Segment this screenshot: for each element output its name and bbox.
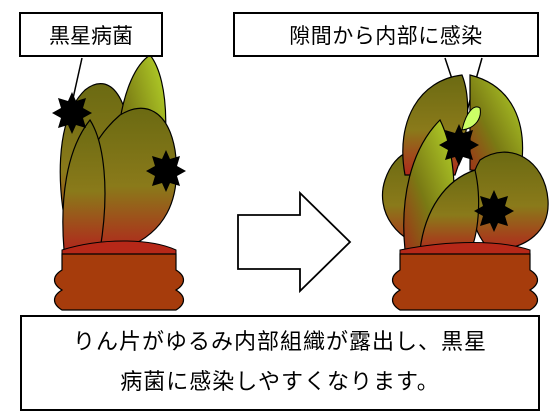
opened-bud [381,74,549,259]
fungus-spore-icon [146,150,186,192]
fungus-spore-icon [52,92,92,134]
pot-left [53,253,185,311]
label-fungus-text: 黒星病菌 [49,23,133,48]
caption-line-2: 病菌に感染しやすくなります。 [120,370,440,395]
pot-right [391,253,539,311]
healthy-bud [59,54,178,259]
label-fungus: 黒星病菌 [19,12,163,57]
label-infection-text: 隙間から内部に感染 [289,23,483,48]
caption-box: りん片がゆるみ内部組織が露出し、黒星 病菌に感染しやすくなります。 [20,315,540,411]
fungus-spore-icon [439,124,479,166]
label-pointer-left [71,57,83,104]
label-infection: 隙間から内部に感染 [233,12,539,57]
right-arrow-icon [237,190,352,294]
caption-line-1: りん片がゆるみ内部組織が露出し、黒星 [72,330,487,355]
fungus-spore-icon [474,190,514,232]
